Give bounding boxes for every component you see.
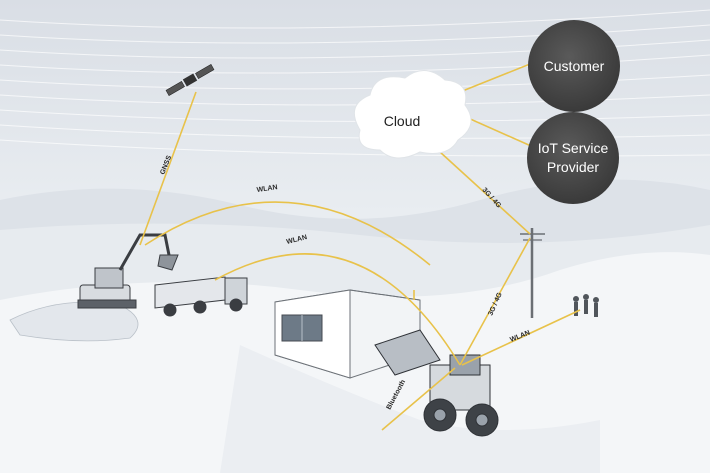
label-wlan-mid: WLAN (286, 234, 308, 246)
link-cell-upper (439, 151, 531, 235)
link-wlan-mid (214, 253, 461, 366)
workers-icon (573, 294, 599, 317)
excavator-mound (9, 301, 139, 342)
label-wlan-top: WLAN (256, 184, 278, 194)
cloud-label: Cloud (384, 113, 421, 129)
cloud-node: Cloud (353, 70, 472, 159)
cell-tower (520, 228, 545, 318)
excavator-icon (77, 233, 179, 309)
iot-provider-label-line2: Provider (547, 159, 599, 175)
customer-label: Customer (544, 58, 605, 74)
link-wlan-right (461, 309, 581, 366)
link-wlan-top (144, 201, 431, 266)
iot-provider-node: IoT Service Provider (527, 112, 619, 204)
iot-provider-label-line1: IoT Service (538, 140, 609, 156)
customer-node: Customer (528, 20, 620, 112)
dump-truck-icon (154, 276, 248, 317)
link-gnss (139, 91, 197, 246)
pit-slope (220, 345, 600, 473)
satellite-icon (165, 64, 215, 96)
link-cell-lower (459, 237, 531, 366)
link-bluetooth (381, 367, 456, 431)
